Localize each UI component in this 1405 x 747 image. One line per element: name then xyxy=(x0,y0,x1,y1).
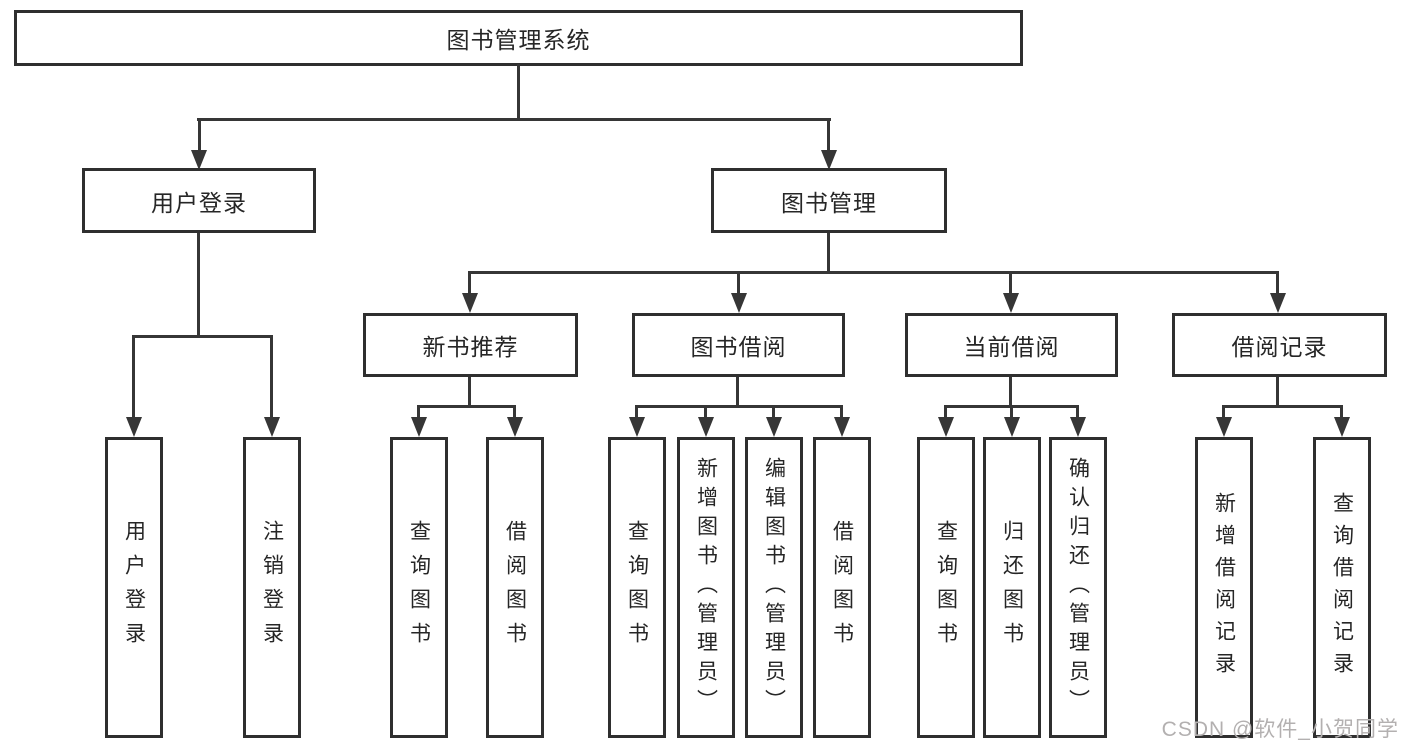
connector-stem-bb-add xyxy=(704,405,707,419)
node-user-login: 用户登录 xyxy=(82,168,316,233)
leaf-br-query-record-label: 查询借阅记录 xyxy=(1330,491,1354,684)
arrow-down-icon xyxy=(1070,417,1086,437)
leaf-bb-query-books-label: 查询图书 xyxy=(625,519,649,656)
node-book-management-label: 图书管理 xyxy=(781,189,877,216)
connector-borrowing-records-branch xyxy=(1224,405,1343,408)
leaf-bb-query-books: 查询图书 xyxy=(608,437,666,738)
leaf-br-add-record: 新增借阅记录 xyxy=(1195,437,1253,738)
arrow-down-icon xyxy=(1003,293,1019,313)
connector-user-login-stem xyxy=(197,233,200,337)
leaf-bb-add-books-admin-label: 新增图书（管理员） xyxy=(694,457,718,718)
connector-new-book-stem xyxy=(468,377,471,407)
arrow-down-icon xyxy=(264,417,280,437)
connector-stem-book-management xyxy=(827,118,830,152)
connector-stem-br-query xyxy=(1340,405,1343,419)
leaf-bb-borrow-books-label: 借阅图书 xyxy=(830,519,854,656)
leaf-user-login: 用户登录 xyxy=(105,437,163,738)
arrow-down-icon xyxy=(938,417,954,437)
connector-stem-borrowing-records xyxy=(1276,271,1279,295)
connector-stem-nb-query xyxy=(417,405,420,419)
connector-user-login-branch xyxy=(133,335,273,338)
leaf-bb-borrow-books: 借阅图书 xyxy=(813,437,871,738)
leaf-cb-return-books: 归还图书 xyxy=(983,437,1041,738)
leaf-cb-query-books-label: 查询图书 xyxy=(934,519,958,656)
connector-stem-book-borrowing xyxy=(737,271,740,295)
leaf-nb-query-books: 查询图书 xyxy=(390,437,448,738)
node-borrowing-records: 借阅记录 xyxy=(1172,313,1387,377)
connector-stem-cb-confirm xyxy=(1076,405,1079,419)
leaf-logout: 注销登录 xyxy=(243,437,301,738)
connector-stem-br-add xyxy=(1222,405,1225,419)
connector-stem-cb-return xyxy=(1010,405,1013,419)
leaf-bb-edit-books-admin-label: 编辑图书（管理员） xyxy=(762,457,786,718)
leaf-cb-confirm-return-admin: 确认归还（管理员） xyxy=(1049,437,1107,738)
connector-stem-leaf-logout xyxy=(270,335,273,419)
csdn-watermark: CSDN @软件_小贺同学 xyxy=(1161,718,1399,741)
leaf-logout-label: 注销登录 xyxy=(260,519,284,656)
connector-current-borrowing-stem xyxy=(1009,377,1012,407)
leaf-nb-borrow-books: 借阅图书 xyxy=(486,437,544,738)
connector-stem-bb-edit xyxy=(772,405,775,419)
connector-stem-current-borrowing xyxy=(1009,271,1012,295)
connector-new-book-branch xyxy=(419,405,516,408)
node-new-book-recommendation: 新书推荐 xyxy=(363,313,578,377)
connector-level3-branch xyxy=(470,271,1279,274)
connector-stem-nb-borrow xyxy=(513,405,516,419)
node-new-book-recommendation-label: 新书推荐 xyxy=(422,334,519,360)
node-book-borrowing: 图书借阅 xyxy=(632,313,845,377)
arrow-down-icon xyxy=(731,293,747,313)
connector-root-stem xyxy=(517,64,520,120)
node-borrowing-records-label: 借阅记录 xyxy=(1231,334,1328,360)
leaf-cb-query-books: 查询图书 xyxy=(917,437,975,738)
connector-stem-bb-borrow xyxy=(840,405,843,419)
connector-book-management-stem xyxy=(827,233,830,273)
connector-stem-user-login xyxy=(198,118,201,152)
leaf-br-query-record: 查询借阅记录 xyxy=(1313,437,1371,738)
connector-stem-new-book xyxy=(468,271,471,295)
leaf-cb-confirm-return-admin-label: 确认归还（管理员） xyxy=(1066,457,1090,718)
arrow-down-icon xyxy=(1216,417,1232,437)
node-current-borrowing: 当前借阅 xyxy=(905,313,1118,377)
connector-stem-leaf-login xyxy=(132,335,135,419)
node-book-borrowing-label: 图书借阅 xyxy=(690,334,787,360)
leaf-bb-add-books-admin: 新增图书（管理员） xyxy=(677,437,735,738)
arrow-down-icon xyxy=(1334,417,1350,437)
connector-stem-cb-query xyxy=(944,405,947,419)
arrow-down-icon xyxy=(766,417,782,437)
leaf-cb-return-books-label: 归还图书 xyxy=(1000,519,1024,656)
arrow-down-icon xyxy=(507,417,523,437)
leaf-br-add-record-label: 新增借阅记录 xyxy=(1212,491,1236,684)
connector-borrowing-records-stem xyxy=(1276,377,1279,407)
node-root-system: 图书管理系统 xyxy=(14,10,1023,66)
connector-stem-bb-query xyxy=(635,405,638,419)
connector-book-borrowing-branch xyxy=(637,405,843,408)
leaf-bb-edit-books-admin: 编辑图书（管理员） xyxy=(745,437,803,738)
connector-root-branch xyxy=(197,118,831,121)
leaf-nb-borrow-books-label: 借阅图书 xyxy=(503,519,527,656)
node-book-management: 图书管理 xyxy=(711,168,947,233)
arrow-down-icon xyxy=(411,417,427,437)
node-user-login-label: 用户登录 xyxy=(151,189,247,216)
connector-book-borrowing-stem xyxy=(736,377,739,407)
arrow-down-icon xyxy=(1004,417,1020,437)
arrow-down-icon xyxy=(834,417,850,437)
arrow-down-icon xyxy=(126,417,142,437)
leaf-user-login-label: 用户登录 xyxy=(122,519,146,656)
node-root-label: 图书管理系统 xyxy=(446,27,591,53)
arrow-down-icon xyxy=(821,150,837,170)
arrow-down-icon xyxy=(462,293,478,313)
arrow-down-icon xyxy=(629,417,645,437)
arrow-down-icon xyxy=(698,417,714,437)
node-current-borrowing-label: 当前借阅 xyxy=(963,334,1060,360)
arrow-down-icon xyxy=(191,150,207,170)
arrow-down-icon xyxy=(1270,293,1286,313)
leaf-nb-query-books-label: 查询图书 xyxy=(407,519,431,656)
